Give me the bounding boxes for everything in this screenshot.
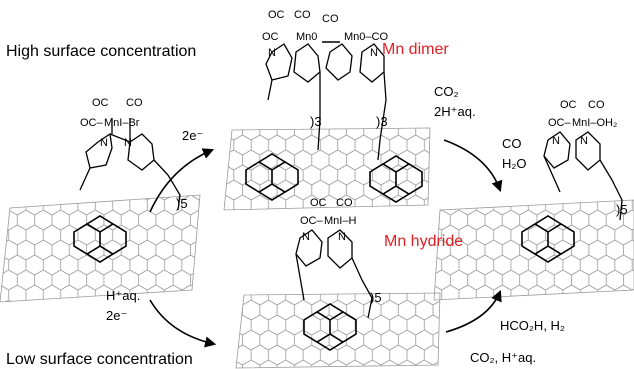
atom-co-7: OC	[310, 197, 327, 209]
atom-mn-i-h: MnI–H	[324, 215, 356, 227]
atom-oc-mn: OC–	[80, 117, 104, 129]
pyrene-anchor-dimer-right	[369, 155, 423, 203]
atom-oc-mn-3: OC–	[548, 117, 572, 129]
atom-mn-i-oh2: MnI–OH₂	[572, 117, 617, 129]
condition-2e-upper: 2e⁻	[182, 128, 203, 143]
condition-co2-h: CO₂, H⁺aq.	[470, 350, 536, 365]
bipyridine-precursor	[79, 118, 181, 211]
linker-precursor: )5	[176, 196, 188, 211]
heading-low-concentration: Low surface concentration	[6, 351, 193, 368]
heading-high-concentration: High surface concentration	[6, 43, 196, 60]
atom-mn-0-left: Mn0	[296, 31, 317, 43]
atom-co-5: OC	[262, 31, 279, 43]
atom-n-6: N	[338, 231, 346, 243]
condition-2e-lower: 2e⁻	[106, 308, 127, 323]
atom-n-3: N	[268, 47, 276, 59]
linker-dimer-left: )3	[310, 114, 322, 129]
linker-hydride: )5	[370, 290, 382, 305]
bipyridine-hydride	[295, 229, 373, 319]
label-mn-hydride: Mn hydride	[384, 233, 463, 250]
graphene-sheet-hydride	[235, 292, 441, 369]
arrow-to-hydride	[149, 299, 217, 348]
condition-co2: CO₂	[434, 84, 459, 99]
linker-dimer-right: )3	[376, 114, 388, 129]
bipyridine-dimer-right	[325, 43, 387, 161]
product-h2o: H₂O	[502, 156, 527, 171]
pyrene-anchor-dimer-left	[245, 153, 299, 201]
arrow-to-dimer	[149, 148, 215, 213]
atom-n-8: N	[580, 135, 588, 147]
atom-mn-0-right: Mn0–CO	[344, 31, 388, 43]
bipyridine-dimer-left	[265, 43, 321, 151]
atom-n-1: N	[100, 137, 108, 149]
product-hcooh-h2: HCO₂H, H₂	[500, 318, 565, 333]
label-mn-dimer: Mn dimer	[382, 41, 449, 58]
atom-co-6: CO	[322, 13, 339, 25]
pyrene-anchor-precursor	[73, 215, 127, 263]
condition-proton: H⁺aq.	[106, 288, 140, 303]
graphene-sheet-product	[433, 199, 634, 301]
atom-co-9: OC	[560, 99, 577, 111]
condition-2h: 2H⁺aq.	[434, 104, 476, 119]
atom-co-3: OC	[268, 9, 285, 21]
pyrene-anchor-product	[521, 215, 575, 263]
atom-co-2: CO	[126, 97, 143, 109]
arrow-hydride-to-product	[445, 289, 502, 333]
bipyridine-product	[543, 131, 623, 221]
atom-co-1: OC	[92, 97, 109, 109]
graphene-sheet-precursor	[0, 194, 201, 303]
atom-co-4: CO	[294, 9, 311, 21]
atom-n-2: N	[124, 137, 132, 149]
arrow-dimer-to-product	[443, 139, 503, 193]
graphene-sheet-dimer	[223, 127, 431, 211]
atom-co-10: CO	[588, 99, 605, 111]
atom-mn-i-br: MnI–Br	[104, 117, 140, 129]
atom-n-5: N	[302, 231, 310, 243]
atom-n-4: N	[370, 47, 378, 59]
pyrene-anchor-hydride	[303, 303, 357, 351]
atom-co-8: CO	[336, 197, 353, 209]
atom-oc-mn-2: OC–	[300, 215, 324, 227]
linker-product: )5	[616, 202, 628, 217]
atom-n-7: N	[552, 135, 560, 147]
product-co: CO	[502, 136, 522, 151]
